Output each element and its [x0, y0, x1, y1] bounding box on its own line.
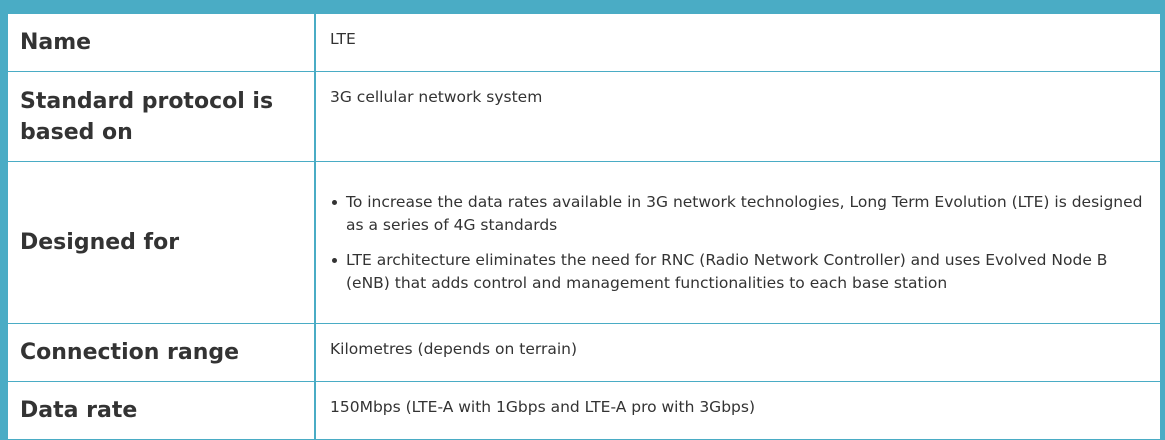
bullet-dot-icon	[332, 257, 337, 263]
list-item-text: To increase the data rates available in …	[346, 192, 1143, 234]
spec-table: Name LTE Standard protocol is based on 3…	[7, 13, 1161, 440]
table-row: Designed for To increase the data rates …	[7, 161, 1161, 324]
list-item: To increase the data rates available in …	[332, 191, 1146, 237]
table-row: Connection range Kilometres (depends on …	[7, 323, 1161, 382]
row-label-standard-protocol: Standard protocol is based on	[7, 71, 316, 162]
table-row: Data rate 150Mbps (LTE-A with 1Gbps and …	[7, 381, 1161, 440]
row-value-designed-for: To increase the data rates available in …	[314, 161, 1161, 324]
row-label-connection-range: Connection range	[7, 323, 316, 382]
bullet-dot-icon	[332, 199, 337, 205]
designed-for-list: To increase the data rates available in …	[330, 191, 1146, 295]
row-label-data-rate: Data rate	[7, 381, 316, 440]
row-value-standard-protocol: 3G cellular network system	[314, 71, 1161, 162]
row-label-designed-for: Designed for	[7, 161, 316, 324]
row-value-name: LTE	[314, 13, 1161, 72]
row-value-data-rate: 150Mbps (LTE-A with 1Gbps and LTE-A pro …	[314, 381, 1161, 440]
list-item: LTE architecture eliminates the need for…	[332, 249, 1146, 295]
table-row: Name LTE	[7, 13, 1161, 72]
row-label-name: Name	[7, 13, 316, 72]
list-item-text: LTE architecture eliminates the need for…	[346, 250, 1108, 292]
table-row: Standard protocol is based on 3G cellula…	[7, 71, 1161, 162]
row-value-connection-range: Kilometres (depends on terrain)	[314, 323, 1161, 382]
